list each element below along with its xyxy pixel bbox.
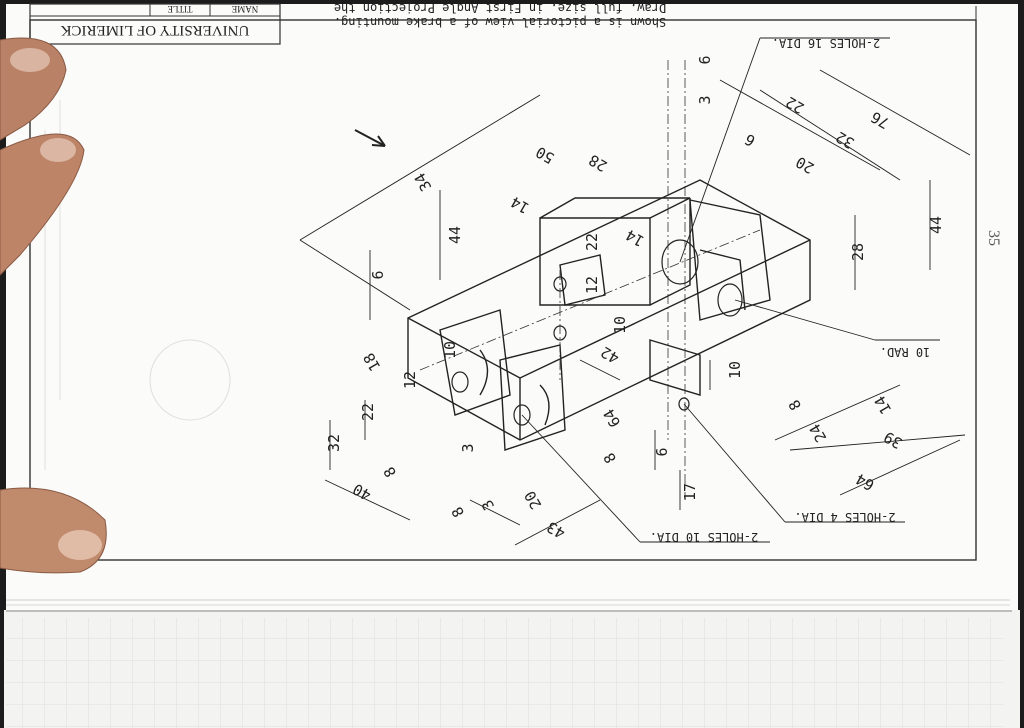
dim-32: 32 (833, 128, 858, 153)
dim-18: 18 (360, 350, 385, 375)
fingernail-1 (10, 48, 50, 72)
dim-20: 20 (793, 153, 818, 178)
university-name: UNIVERSITY OF LIMERICK (61, 22, 250, 38)
dim-50: 50 (533, 143, 558, 168)
dim-22: 22 (783, 93, 808, 118)
title-block: UNIVERSITY OF LIMERICK TITLE NAME (29, 3, 281, 45)
dim-24: 24 (806, 421, 831, 446)
dim-8: 8 (380, 464, 400, 481)
dim-12: 12 (583, 276, 601, 294)
hole-10-rad (717, 283, 743, 317)
dim-28: 28 (586, 151, 611, 176)
dim-6c: 6 (369, 270, 387, 279)
dim-12b: 12 (401, 371, 419, 389)
dim-22b: 22 (583, 233, 601, 251)
dim-28b: 28 (849, 243, 867, 261)
dim-40: 40 (350, 480, 375, 505)
thumbnail (58, 530, 102, 560)
dimension-lines (299, 69, 971, 546)
dim-76: 76 (868, 108, 893, 133)
dim-44b: 44 (927, 216, 945, 234)
drawing-border (29, 19, 977, 561)
callout-holes-10: 2-HOLES 10 DIA. (650, 530, 758, 544)
page-number: 35 (985, 230, 1002, 246)
dim-8c: 8 (600, 450, 620, 467)
dim-8d: 8 (785, 397, 805, 414)
drawing-sheet (6, 4, 1018, 610)
view-direction-arrow (354, 129, 386, 147)
dim-3b: 3 (459, 443, 477, 452)
dim-17: 17 (681, 483, 699, 501)
dim-43: 43 (544, 518, 569, 543)
instruction-line-2: Draw, full size, in First Angle Projecti… (334, 1, 666, 15)
callout-rad-10: 10 RAD. (880, 345, 931, 359)
hand (0, 37, 107, 574)
leader-lines (521, 37, 940, 543)
dim-14b: 14 (623, 226, 648, 251)
callouts: 2-HOLES 16 DIA. 2-HOLES 10 DIA. 2-HOLES … (650, 36, 930, 544)
instruction-line-1: Shown is a pictorial view of a brake mou… (334, 15, 666, 29)
dim-8b: 8 (448, 504, 468, 521)
dim-3c: 3 (478, 497, 498, 514)
dim-10: 10 (611, 316, 629, 334)
dim-20b: 20 (521, 488, 546, 513)
dim-39: 39 (881, 428, 906, 453)
dim-3: 3 (696, 95, 714, 104)
dim-6d: 6 (653, 447, 671, 456)
name-label: NAME (231, 4, 258, 14)
dim-64: 64 (600, 406, 625, 431)
dim-14: 14 (508, 193, 533, 218)
dim-44: 44 (446, 226, 464, 244)
dimension-values: 76 22 32 20 6 3 6 50 28 14 14 34 44 22 1… (325, 55, 945, 542)
dim-34: 34 (411, 170, 436, 195)
title-label: TITLE (167, 4, 192, 14)
instruction-text: Shown is a pictorial view of a brake mou… (334, 1, 666, 29)
dim-10b: 10 (726, 361, 744, 379)
fingernail-2 (40, 138, 76, 162)
dim-6b: 6 (696, 55, 714, 64)
callout-holes-4: 2-HOLES 4 DIA. (794, 510, 895, 524)
graph-grid (6, 618, 1004, 728)
callout-holes-16: 2-HOLES 16 DIA. (772, 36, 880, 50)
dim-42: 42 (598, 343, 623, 368)
brake-mounting-isometric (407, 179, 811, 451)
hole-16-dia (661, 239, 699, 285)
dim-32b: 32 (325, 434, 343, 452)
dim-10c: 10 (441, 341, 459, 359)
dim-64b: 64 (853, 470, 878, 495)
holes (451, 239, 743, 426)
dim-22c: 22 (359, 403, 377, 421)
centerlines (419, 60, 761, 500)
dim-6: 6 (742, 130, 759, 150)
